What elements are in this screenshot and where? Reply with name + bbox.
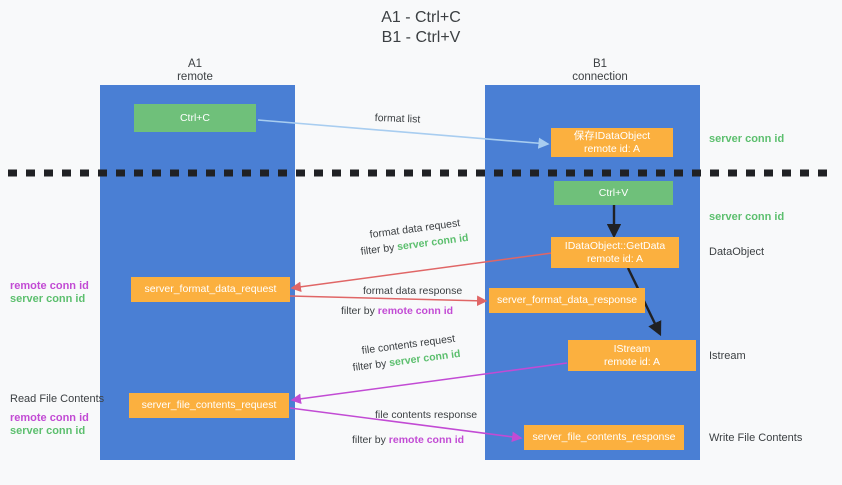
label-remote-conn-id-upper: remote conn id — [10, 280, 89, 292]
label-dataobject: DataObject — [709, 246, 765, 258]
label-server-conn-id-upper: server conn id — [10, 293, 86, 305]
lane-header-b1: B1 connection — [525, 58, 675, 84]
box-server-format-data-response[interactable]: server_format_data_response — [489, 288, 645, 313]
arrow-file-contents-response — [289, 407, 523, 443]
title-line-1: A1 - Ctrl+C — [381, 9, 461, 26]
box-save-idataobject-line2: remote id: A — [583, 142, 641, 155]
label-write-file-contents: Write File Contents — [709, 432, 803, 444]
filter-prefix: filter by — [341, 305, 378, 317]
edge-label-file-contents-response-text: file contents response — [375, 409, 478, 421]
edge-label-format-list: format list — [375, 112, 421, 127]
lane-header-b1-line1: B1 — [592, 58, 608, 70]
edge-label-format-list-text: format list — [374, 112, 421, 126]
box-idataobject-getdata-line1: IDataObject::GetData — [564, 240, 666, 252]
box-server-format-data-request-label: server_format_data_request — [144, 283, 277, 296]
box-ctrl-c-label: Ctrl+C — [179, 111, 211, 124]
filter-value-remote-conn-id: remote conn id — [388, 434, 465, 446]
box-idataobject-getdata-line2: remote id: A — [586, 252, 644, 265]
box-ctrl-v[interactable]: Ctrl+V — [554, 181, 673, 205]
title-line-2: B1 - Ctrl+V — [381, 29, 461, 46]
box-save-idataobject[interactable]: 保存IDataObject remote id: A — [551, 128, 673, 157]
box-server-format-data-request[interactable]: server_format_data_request — [131, 277, 290, 302]
lane-header-a1: A1 remote — [120, 58, 270, 84]
box-server-format-data-response-label: server_format_data_response — [496, 294, 638, 307]
label-server-conn-id-lower: server conn id — [10, 425, 86, 437]
box-idataobject-getdata[interactable]: IDataObject::GetData remote id: A — [551, 237, 679, 268]
box-ctrl-v-label: Ctrl+V — [598, 186, 629, 199]
label-server-conn-id-top: server conn id — [709, 133, 785, 145]
box-server-file-contents-request[interactable]: server_file_contents_request — [129, 393, 289, 418]
lane-header-a1-line2: remote — [177, 71, 213, 83]
filter-value-remote-conn-id: remote conn id — [377, 305, 454, 317]
label-server-conn-id-middle: server conn id — [709, 211, 785, 223]
arrow-format-list — [257, 119, 550, 149]
lane-header-a1-line1: A1 — [187, 58, 203, 70]
box-save-idataobject-line1: 保存IDataObject — [573, 130, 651, 142]
arrow-format-data-request — [290, 252, 553, 293]
box-server-file-contents-request-label: server_file_contents_request — [141, 399, 277, 412]
box-ctrl-c[interactable]: Ctrl+C — [134, 104, 256, 132]
label-read-file-contents: Read File Contents — [10, 393, 105, 405]
lane-header-b1-line2: connection — [572, 71, 628, 83]
box-istream[interactable]: IStream remote id: A — [568, 340, 696, 371]
label-istream: Istream — [709, 350, 746, 362]
edge-label-file-contents-response-filter: filter by remote conn id — [352, 434, 464, 447]
box-istream-line1: IStream — [613, 343, 651, 355]
label-remote-conn-id-lower: remote conn id — [10, 412, 89, 424]
edge-label-file-contents-response: file contents response — [375, 409, 477, 422]
arrow-file-contents-request — [290, 362, 568, 405]
box-istream-line2: remote id: A — [603, 355, 661, 368]
edge-label-format-data-response-text: format data response — [363, 285, 463, 297]
filter-prefix: filter by — [352, 434, 389, 446]
diagram-title: A1 - Ctrl+C B1 - Ctrl+V — [0, 8, 842, 48]
box-server-file-contents-response[interactable]: server_file_contents_response — [524, 425, 684, 450]
arrow-format-data-response — [289, 295, 488, 307]
box-server-file-contents-response-label: server_file_contents_response — [532, 431, 676, 444]
edge-label-format-data-response-filter: filter by remote conn id — [341, 305, 453, 318]
edge-label-format-data-response: format data response — [363, 285, 462, 298]
